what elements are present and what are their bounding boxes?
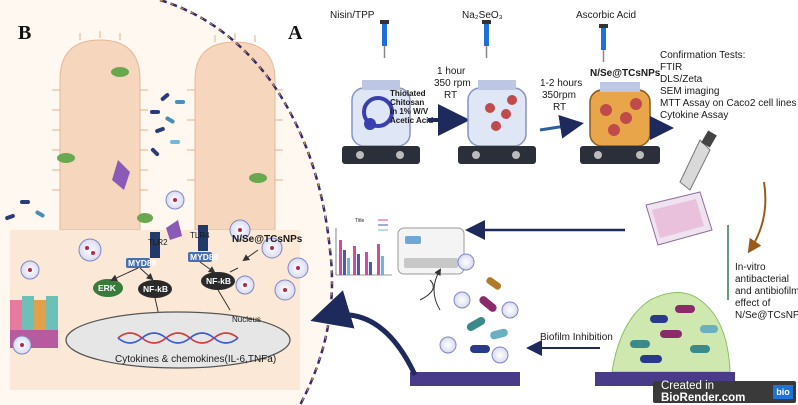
pipette-icon — [380, 20, 389, 58]
villus-left — [59, 39, 141, 231]
svg-text:MTT Assay on Caco2 cell lines: MTT Assay on Caco2 cell lines — [660, 98, 797, 109]
svg-text:SEM imaging: SEM imaging — [660, 86, 719, 97]
pipette-icon-2 — [482, 20, 491, 58]
immune-cell — [112, 160, 130, 190]
arrow-to-cell — [310, 290, 418, 377]
villus-right — [194, 41, 276, 231]
mini-chart-title: Title — [355, 218, 364, 224]
biorender-logo-icon: bio — [773, 385, 793, 399]
ascorbic-acid-label: Ascorbic Acid — [576, 10, 636, 21]
panel-b-label: B — [18, 22, 31, 44]
tlr4-receptor: TLR4 — [190, 225, 210, 251]
svg-text:Thiolated: Thiolated — [390, 89, 426, 98]
svg-text:Confirmation Tests:: Confirmation Tests: — [660, 50, 745, 61]
myd88-label-2: MYD88 — [190, 252, 219, 262]
nisin-tpp-label: Nisin/TPP — [330, 10, 375, 21]
jar-1-label: Thiolated Chitosan in 1% W/V Acetic Acid — [390, 89, 433, 125]
svg-text:in 1% W/V: in 1% W/V — [390, 107, 429, 116]
panel-b: TLR2 TLR4 MYD88 MYD88 ERK NF-kB NF-kB — [0, 0, 334, 405]
tlr2-receptor: TLR2 — [148, 232, 168, 258]
svg-text:350rpm: 350rpm — [542, 90, 576, 101]
svg-text:antibacterial: antibacterial — [735, 274, 789, 285]
stirrer-3 — [580, 82, 660, 164]
plate-reader-icon — [397, 227, 465, 275]
svg-text:Acetic Acid: Acetic Acid — [390, 116, 433, 125]
np-label: N/Se@TCsNPs — [232, 234, 303, 245]
immune-cell-small — [166, 220, 182, 240]
panel-a: A Nisin/TPP Na₂SeO₃ Ascorbic Acid — [288, 10, 798, 386]
conditions-2: 1-2 hours 350rpm RT — [540, 78, 582, 113]
na2seo3-label: Na₂SeO₃ — [462, 10, 503, 21]
stirrer-2 — [458, 80, 536, 164]
curved-arrow-brown — [747, 181, 767, 254]
svg-text:FTIR: FTIR — [660, 62, 682, 73]
nfkb-label-2: NF-kB — [206, 276, 231, 286]
svg-text:RT: RT — [444, 90, 457, 101]
invitro-label: In-vitro antibacterial and antibiofilm e… — [735, 262, 798, 321]
mini-bar-chart: Title — [335, 218, 392, 276]
cytokines-label: Cytokines & chemokines(IL-6,TNFa) — [115, 354, 276, 365]
svg-text:and antibiofilm: and antibiofilm — [735, 286, 798, 297]
dna-helix-strand — [117, 332, 239, 344]
erk-label: ERK — [98, 283, 117, 293]
tlr4-label: TLR4 — [190, 231, 210, 240]
curve-arrow-small-2 — [419, 279, 434, 301]
conditions-1: 1 hour 350 rpm RT — [434, 66, 471, 101]
crypt-cells — [10, 296, 58, 348]
microvilli — [52, 31, 283, 191]
svg-text:DLS/Zeta: DLS/Zeta — [660, 74, 703, 85]
erk-badge: ERK — [93, 279, 123, 297]
svg-text:N/Se@TCsNPs: N/Se@TCsNPs — [735, 310, 798, 321]
svg-text:RT: RT — [553, 102, 566, 113]
nfkb-label-1: NF-kB — [143, 284, 168, 294]
biofilm-right — [595, 292, 735, 386]
svg-text:Cytokine Assay: Cytokine Assay — [660, 110, 728, 121]
svg-text:1 hour: 1 hour — [437, 66, 466, 77]
watermark-text: Created in BioRender.com — [661, 380, 746, 404]
svg-text:In-vitro: In-vitro — [735, 262, 766, 273]
microplate-pipette-icon — [645, 130, 717, 246]
svg-text:Chitosan: Chitosan — [390, 98, 424, 107]
jar-3-label: N/Se@TCsNPs — [590, 68, 661, 79]
bacteria-cluster — [5, 93, 185, 221]
curve-arrow-small — [433, 268, 442, 311]
biofilm-inhibition-label: Biofilm Inhibition — [540, 332, 613, 343]
nfkb-badge-1: NF-kB — [138, 280, 172, 298]
stirrer-1 — [342, 80, 420, 164]
svg-text:350 rpm: 350 rpm — [434, 78, 471, 89]
biofilm-left — [410, 253, 520, 386]
myd88-adaptor: MYD88 MYD88 — [126, 252, 219, 268]
nucleus-label: Nucleus — [232, 315, 261, 324]
panel-a-label: A — [288, 22, 303, 44]
svg-text:effect of: effect of — [735, 298, 771, 309]
biorender-watermark: Created in BioRender.com bio — [653, 380, 796, 404]
svg-text:1-2 hours: 1-2 hours — [540, 78, 582, 89]
nfkb-badge-2: NF-kB — [201, 272, 235, 290]
goblet-cells — [57, 67, 267, 223]
myd88-label: MYD88 — [128, 258, 157, 268]
nanoparticles — [12, 190, 309, 355]
tlr2-label: TLR2 — [148, 238, 168, 247]
np-cores — [20, 198, 300, 347]
dna-helix — [117, 332, 239, 344]
nucleus — [65, 311, 291, 369]
step-arrow-2 — [539, 114, 584, 139]
pipette-icon-3 — [599, 24, 608, 62]
confirmation-tests: Confirmation Tests: FTIR DLS/Zeta SEM im… — [660, 50, 797, 121]
